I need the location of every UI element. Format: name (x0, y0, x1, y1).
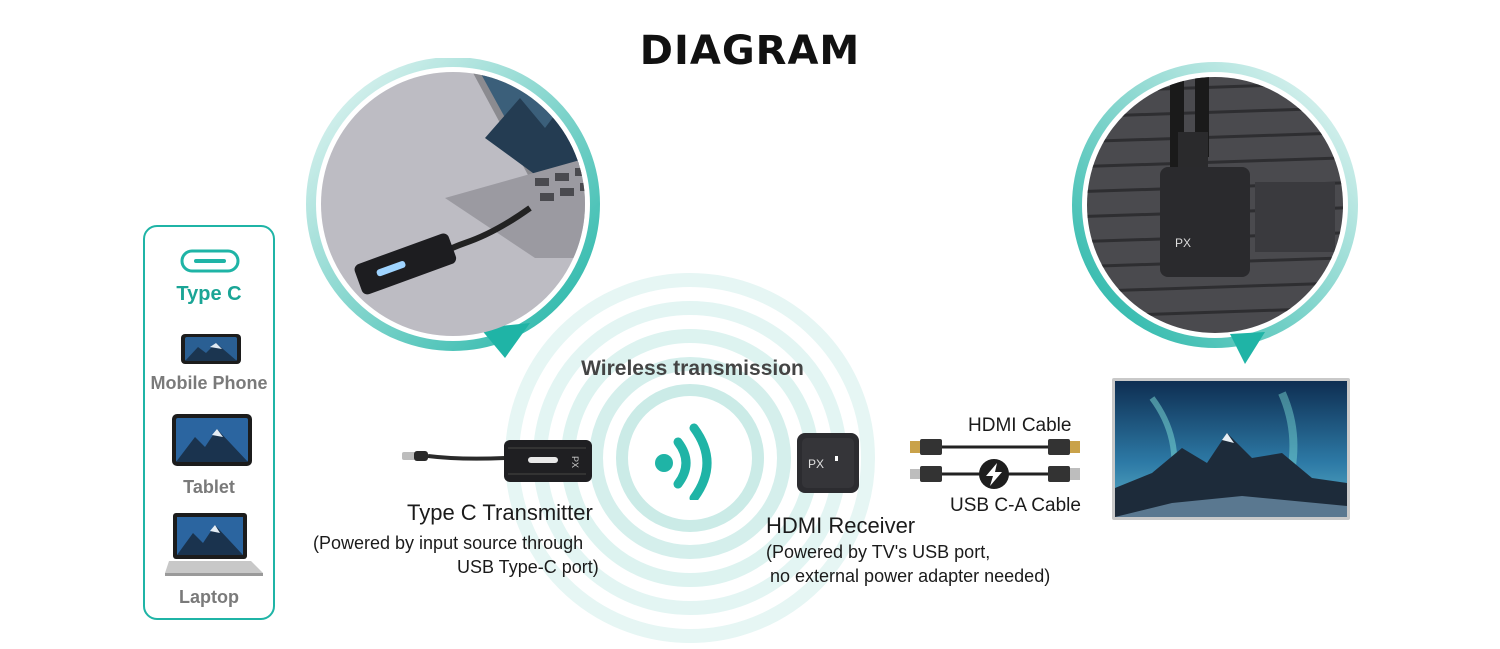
transmitter-note-line1: (Powered by input source through (313, 533, 584, 553)
source-device-panel: Type C Mobile Phone Tablet Laptop (143, 225, 275, 620)
receiver-brand: PX (808, 457, 824, 471)
type-c-port-icon (180, 249, 240, 273)
receiver-note-line2: no external power adapter needed) (770, 566, 1051, 586)
wireless-signal-icon (655, 423, 712, 500)
receiver-note-line1: (Powered by TV's USB port, (766, 542, 991, 562)
tablet-icon (172, 414, 252, 466)
receiver-photo: PX (1072, 62, 1358, 364)
television-icon (1112, 378, 1350, 520)
hdmi-cable (910, 439, 1080, 455)
tablet-label: Tablet (183, 477, 235, 497)
lightning-bolt-icon (986, 463, 1002, 486)
mobile-phone-icon (181, 334, 241, 364)
hdmi-cable-label: HDMI Cable (968, 415, 1072, 436)
svg-text:PX: PX (1175, 236, 1191, 250)
transmitter-name: Type C Transmitter (407, 500, 593, 525)
usb-c-a-cable (910, 459, 1080, 489)
usb-cable-label: USB C-A Cable (950, 495, 1081, 516)
transmitter-note-line2: USB Type-C port) (457, 557, 599, 577)
receiver-name: HDMI Receiver (766, 513, 916, 538)
type-c-label: Type C (176, 283, 242, 305)
hdmi-receiver-device: PX (797, 433, 859, 493)
wireless-transmission-label: Wireless transmission (581, 357, 804, 380)
svg-text:PX: PX (570, 456, 580, 468)
page-title: DIAGRAM (639, 28, 861, 74)
transmitter-photo (306, 58, 600, 358)
type-c-transmitter-device: PX (402, 440, 592, 482)
mobile-phone-label: Mobile Phone (150, 373, 268, 393)
laptop-icon (165, 513, 263, 576)
laptop-label: Laptop (179, 587, 239, 607)
